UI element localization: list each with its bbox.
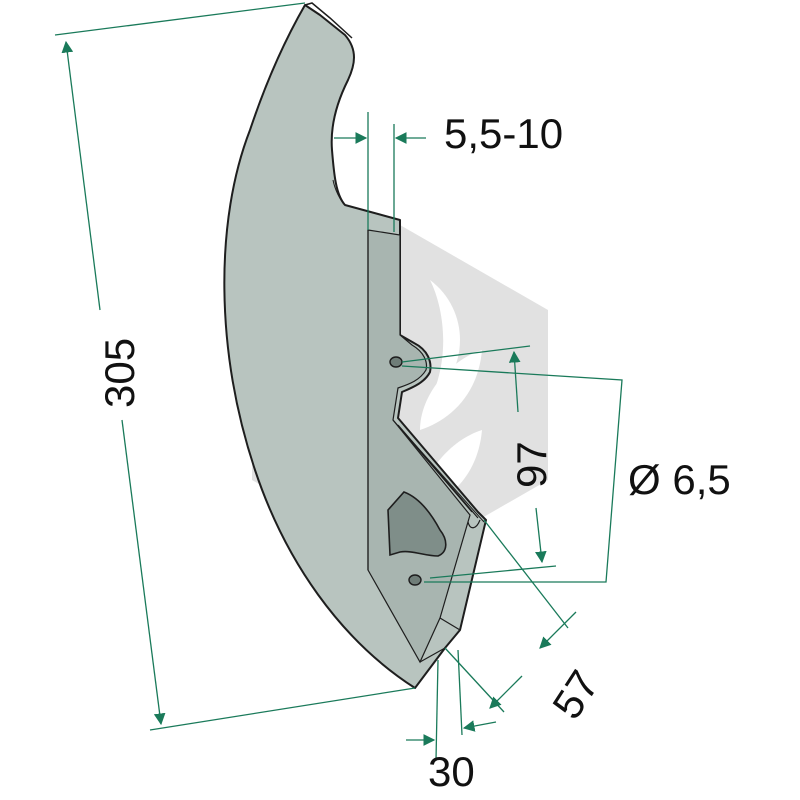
dimension-slot-offset [444,519,577,713]
dimension-height [54,2,416,731]
mounting-hole-lower [408,574,422,586]
dimension-tip-width-label: 30 [428,748,475,795]
mounting-hole-upper [389,356,403,368]
blade-cutout [387,491,447,557]
dimension-hole-diameter-label: Ø 6,5 [628,456,731,503]
dimension-height-label: 305 [96,338,143,408]
dimension-thickness-label: 5,5-10 [444,110,563,157]
dimension-hole-diameter [401,365,623,583]
dimension-tip-width [406,649,497,761]
dimension-hole-spacing-label: 97 [508,441,555,488]
dimension-slot-offset-label: 57 [543,662,608,727]
dimension-thickness [334,112,426,232]
dimension-hole-spacing [401,345,557,579]
